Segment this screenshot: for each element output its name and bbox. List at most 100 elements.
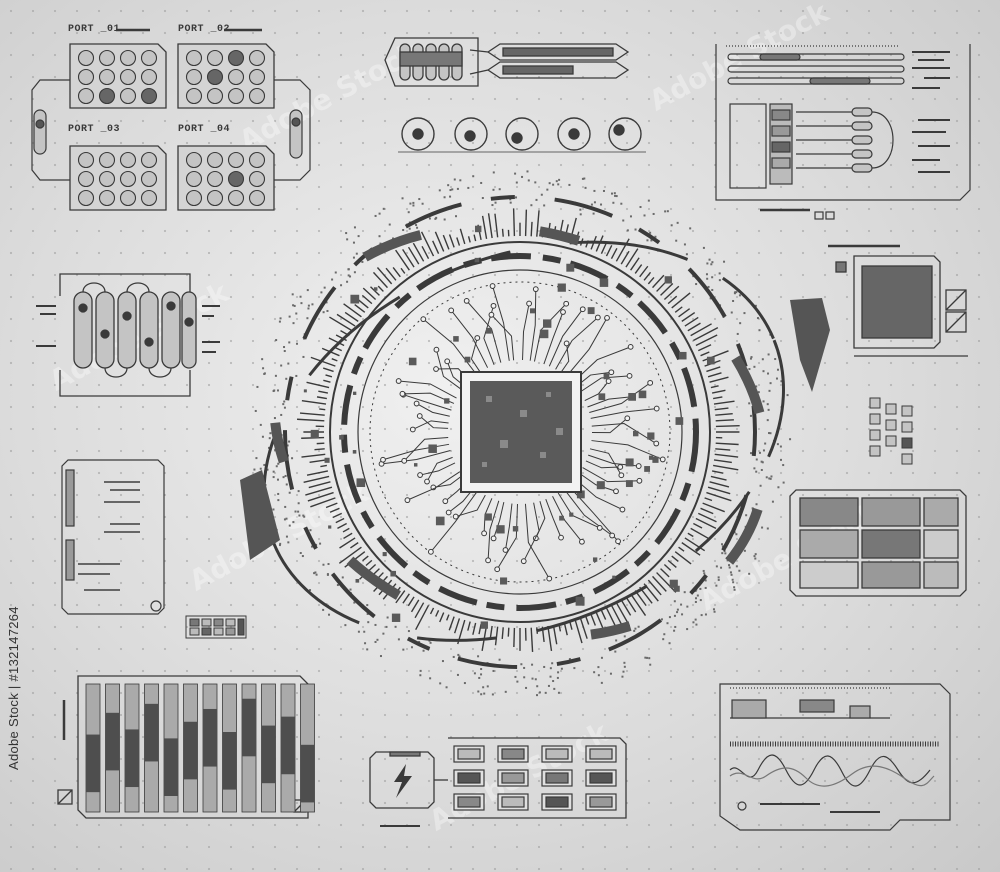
circuit-trace — [578, 472, 617, 492]
halo-dot — [515, 181, 518, 184]
tick-mark — [402, 593, 410, 604]
circuit-node — [520, 558, 527, 565]
tick-mark — [711, 389, 726, 394]
halo-dot — [275, 465, 278, 468]
tick-mark — [432, 240, 440, 255]
circuit-trace — [585, 460, 621, 469]
halo-dot — [288, 491, 291, 494]
halo-dot — [689, 227, 692, 230]
circuit-trace — [524, 503, 550, 579]
halo-dot — [637, 625, 640, 628]
tick-mark — [435, 609, 440, 617]
circuit-fragment — [500, 577, 508, 585]
tick-mark — [318, 390, 329, 394]
equalizer-bar-level — [86, 734, 100, 793]
tick-mark — [362, 287, 377, 300]
tick-mark — [501, 627, 504, 640]
halo-dot — [515, 196, 518, 199]
halo-dot — [700, 614, 703, 617]
tick-mark — [702, 502, 725, 513]
halo-dot — [771, 500, 774, 503]
halo-dot — [407, 211, 410, 214]
tick-mark — [678, 308, 691, 318]
circuit-node — [409, 426, 416, 433]
halo-dot — [720, 566, 723, 569]
circuit-trace — [545, 499, 562, 538]
circuit-node — [452, 513, 459, 520]
tick-mark — [563, 622, 568, 636]
halo-dot — [639, 206, 642, 209]
port-slot — [227, 170, 245, 188]
halo-dot — [711, 276, 714, 279]
halo-dot — [622, 219, 625, 222]
halo-dot — [349, 275, 352, 278]
port-slot — [140, 87, 158, 105]
circuit-trace — [398, 380, 457, 399]
halo-dot — [429, 677, 432, 680]
halo-dot — [695, 283, 698, 286]
tick-mark — [681, 542, 701, 556]
halo-dot — [776, 368, 779, 371]
tick-mark — [690, 323, 712, 337]
halo-dot — [761, 526, 764, 529]
circuit-fragment — [480, 621, 488, 629]
equalizer-bar-level — [242, 698, 256, 757]
halo-dot — [751, 507, 754, 510]
tick-mark — [494, 213, 499, 238]
halo-dot — [623, 661, 626, 664]
battery-cell-fill — [545, 772, 569, 784]
halo-dot — [649, 663, 652, 666]
halo-dot — [421, 202, 424, 205]
halo-dot — [748, 402, 751, 405]
halo-dot — [710, 263, 713, 266]
halo-dot — [315, 573, 318, 576]
halo-dot — [284, 505, 287, 508]
halo-dot — [696, 594, 699, 597]
halo-dot — [374, 623, 377, 626]
tick-mark — [656, 572, 677, 593]
circuit-node — [624, 415, 631, 422]
halo-dot — [750, 452, 753, 455]
halo-dot — [261, 435, 264, 438]
circuit-fragment — [575, 596, 585, 606]
halo-dot — [715, 565, 718, 568]
halo-dot — [285, 535, 288, 538]
halo-dot — [341, 576, 344, 579]
halo-dot — [282, 403, 285, 406]
halo-dot — [276, 389, 279, 392]
circuit-fragment — [373, 287, 378, 291]
halo-dot — [721, 545, 724, 548]
halo-dot — [711, 261, 714, 264]
circuit-fragment — [390, 570, 397, 577]
port-slot — [248, 87, 266, 105]
port-slot — [77, 87, 95, 105]
halo-dot — [551, 662, 554, 665]
port-label-03: PORT _03 — [68, 124, 121, 135]
halo-dot — [702, 569, 705, 572]
halo-dot — [255, 457, 258, 460]
circuit-trace — [403, 436, 449, 462]
halo-dot — [780, 458, 783, 461]
tick-mark — [325, 374, 333, 378]
tick-mark — [420, 231, 435, 257]
halo-dot — [285, 377, 288, 380]
halo-dot — [376, 638, 379, 641]
tick-mark — [715, 419, 734, 422]
equalizer-bar-level — [300, 744, 315, 803]
port-slot — [248, 170, 266, 188]
halo-dot — [745, 514, 748, 517]
halo-dot — [660, 618, 663, 621]
halo-dot — [284, 474, 287, 477]
halo-dot — [776, 443, 779, 446]
circuit-node — [417, 472, 423, 478]
halo-dot — [713, 610, 716, 613]
halo-dot — [307, 307, 310, 310]
halo-dot — [673, 629, 676, 632]
circuit-fragment — [628, 392, 637, 401]
circuit-trace — [433, 474, 463, 488]
halo-dot — [702, 246, 705, 249]
halo-dot — [309, 589, 312, 592]
halo-dot — [269, 432, 272, 435]
